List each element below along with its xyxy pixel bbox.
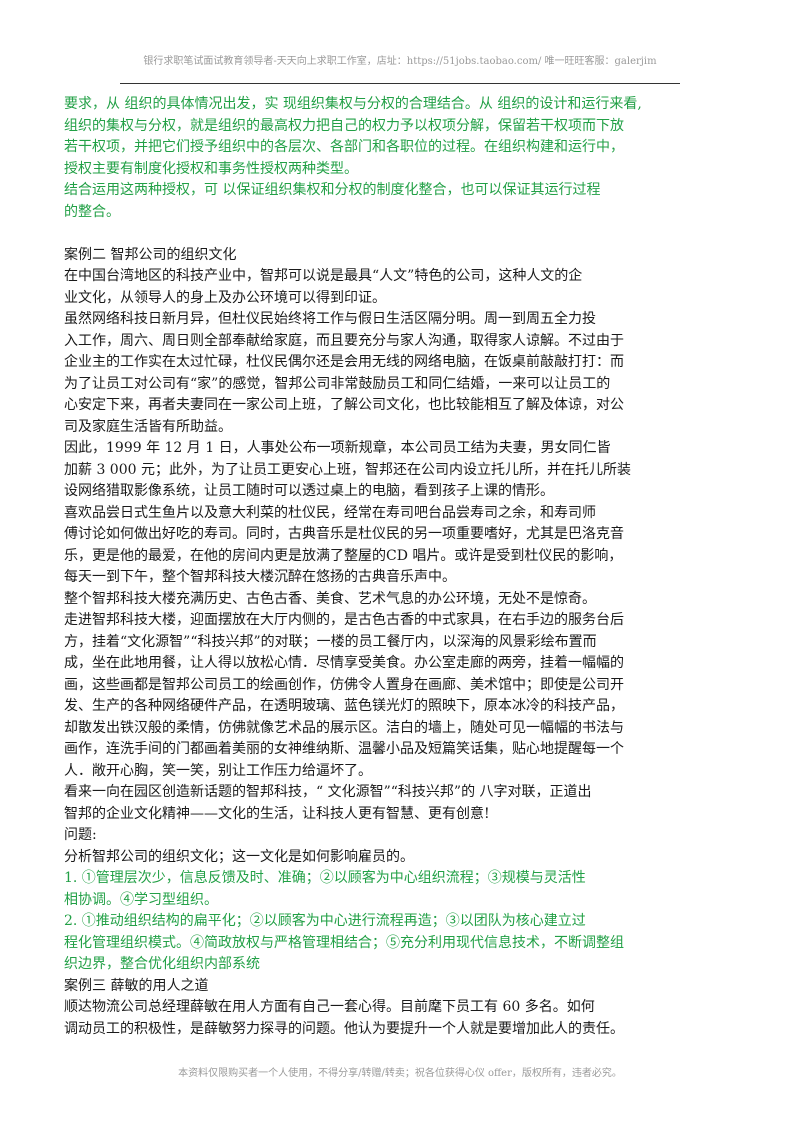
text-line: 2. ①推动组织结构的扁平化；②以顾客为中心进行流程再造；③以团队为核心建立过 xyxy=(64,913,586,929)
text-line: 画，这些画都是智邦公司员工的绘画创作，仿佛令人置身在画廊、美术馆中；即使是公司开 xyxy=(64,676,624,693)
text-line: 看来一向在园区创造新话题的智邦科技，“ 文化源智”“科技兴邦”的 八字对联，正道… xyxy=(64,784,592,800)
text-line: 的整合。 xyxy=(64,203,120,220)
text-line: 授权主要有制度化授权和事务性授权两种类型。 xyxy=(64,160,358,177)
text-line: 智邦的企业文化精神——文化的生活，让科技人更有智慧、更有创意! xyxy=(64,805,490,822)
text-paragraph: 案例二 智邦公司的组织文化在中国台湾地区的科技产业中，智邦可以说是最具“人文”特… xyxy=(64,245,684,869)
text-line: 成，坐在此地用餐，让人得以放松心情．尽情享受美食。办公室走廊的两旁，挂着一幅幅的 xyxy=(64,655,624,671)
answer-paragraph: 要求，从 组织的具体情况出发，实 现组织集权与分权的合理结合。从 组织的设计和运… xyxy=(64,94,684,223)
text-line: 傅讨论如何做出好吃的寿司。同时，古典音乐是杜仪民的另一项重要嗜好，尤其是巴洛克音 xyxy=(64,526,624,542)
text-line: 调动员工的积极性，是薛敏努力探寻的问题。他认为要提升一个人就是要增加此人的责任。 xyxy=(64,1020,624,1037)
text-line: 喜欢品尝日式生鱼片以及意大利菜的杜仪民，经常在寿司吧台品尝寿司之余，和寿司师 xyxy=(64,504,596,521)
text-line: 方，挂着“文化源智”“科技兴邦”的对联；一楼的员工餐厅内，以深海的风景彩绘布置而 xyxy=(64,633,597,650)
text-line: 若干权项，并把它们授予组织中的各层次、各部门和各职位的过程。在组织构建和运行中， xyxy=(64,139,624,155)
text-line: 人．敞开心胸，笑一笑，别让工作压力给逼坏了。 xyxy=(64,762,372,779)
header-divider xyxy=(120,83,680,84)
text-line: 画作，连洗手间的门都画着美丽的女神维纳斯、温馨小品及短篇笑话集，贴心地提醒每一个 xyxy=(64,741,624,757)
text-line: 虽然网络科技日新月异，但杜仪民始终将工作与假日生活区隔分明。周一到周五全力投 xyxy=(64,311,596,327)
text-line: 加薪 3 000 元；此外，为了让员工更安心上班，智邦还在公司内设立托儿所，并在… xyxy=(64,461,631,478)
text-paragraph: 案例三 薛敏的用人之道顺达物流公司总经理薛敏在用人方面有自己一套心得。目前麾下员… xyxy=(64,976,684,1041)
text-line: 织边界，整合优化组织内部系统 xyxy=(64,956,260,972)
text-line: 在中国台湾地区的科技产业中，智邦可以说是最具“人文”特色的公司，这种人文的企 xyxy=(64,268,583,284)
text-line: 司及家庭生活皆有所助益。 xyxy=(64,418,232,435)
text-line: 顺达物流公司总经理薛敏在用人方面有自己一套心得。目前麾下员工有 60 多名。如何 xyxy=(64,999,595,1015)
text-line: 1. ①管理层次少，信息反馈及时、准确；②以顾客为中心组织流程；③规模与灵活性 xyxy=(64,870,586,886)
text-line: 整个智邦科技大楼充满历史、古色古香、美食、艺术气息的办公环境，无处不是惊奇。 xyxy=(64,590,596,607)
text-line: 因此，1999 年 12 月 1 日，人事处公布一项新规章，本公司员工结为夫妻，… xyxy=(64,440,611,456)
text-line: 走进智邦科技大楼，迎面摆放在大厅内侧的，是古色古香的中式家具，在右手边的服务台后 xyxy=(64,612,624,628)
document-body: 要求，从 组织的具体情况出发，实 现组织集权与分权的合理结合。从 组织的设计和运… xyxy=(64,94,684,1040)
text-line: 设网络猎取影像系统，让员工随时可以透过桌上的电脑，看到孩子上课的情形。 xyxy=(64,483,554,499)
answer-paragraph: 1. ①管理层次少，信息反馈及时、准确；②以顾客为中心组织流程；③规模与灵活性相… xyxy=(64,868,684,976)
text-line: 心安定下来，再者夫妻同在一家公司上班，了解公司文化，也比较能相互了解及体谅，对公 xyxy=(64,397,624,413)
page-header: 银行求职笔试面试教育领导者-天天向上求职工作室，店址：https://51job… xyxy=(143,56,657,67)
text-line: 却散发出铁汉般的柔情，仿佛就像艺术品的展示区。洁白的墙上，随处可见一幅幅的书法与 xyxy=(64,719,624,736)
text-line: 要求，从 组织的具体情况出发，实 现组织集权与分权的合理结合。从 组织的设计和运… xyxy=(64,96,642,112)
text-line: 业文化，从领导人的身上及办公环境可以得到印证。 xyxy=(64,289,386,306)
text-line: 结合运用这两种授权，可 以保证组织集权和分权的制度化整合，也可以保证其运行过程 xyxy=(64,182,601,198)
text-line: 乐，更是他的最爱，在他的房间内更是放满了整屋的CD 唱片。或许是受到杜仪民的影响… xyxy=(64,547,623,564)
text-line: 为了让员工对公司有“家”的感觉，智邦公司非常鼓励员工和同仁结婚，一来可以让员工的 xyxy=(64,375,611,392)
page-footer: 本资料仅限购买者一个人使用，不得分享/转赠/转卖；祝各位获得心仪 offer，版… xyxy=(178,1068,622,1079)
text-line: 每天一到下午，整个智邦科技大楼沉醉在悠扬的古典音乐声中。 xyxy=(64,569,456,585)
text-line: 发、生产的各种网络硬件产品，在透明玻璃、蓝色镁光灯的照映下，原本冰冷的科技产品， xyxy=(64,698,624,714)
text-line: 组织的集权与分权，就是组织的最高权力把自己的权力予以权项分解，保留若干权项而下放 xyxy=(64,117,624,134)
text-line: 分析智邦公司的组织文化；这一文化是如何影响雇员的。 xyxy=(64,848,414,865)
text-line: 程化管理组织模式。④简政放权与严格管理相结合；⑤充分利用现代信息技术，不断调整组 xyxy=(64,934,624,951)
text-line: 问题: xyxy=(64,827,97,843)
text-line: 案例三 薛敏的用人之道 xyxy=(64,977,209,994)
text-line: 入工作，周六、周日则全部奉献给家庭，而且要充分与家人沟通，取得家人谅解。不过由于 xyxy=(64,332,624,349)
text-line: 企业主的工作实在太过忙碌，杜仪民偶尔还是会用无线的网络电脑，在饭桌前敲敲打打：而 xyxy=(64,354,624,370)
text-line: 案例二 智邦公司的组织文化 xyxy=(64,246,237,263)
text-line: 相协调。④学习型组织。 xyxy=(64,891,218,908)
paragraph-spacer xyxy=(64,223,684,245)
